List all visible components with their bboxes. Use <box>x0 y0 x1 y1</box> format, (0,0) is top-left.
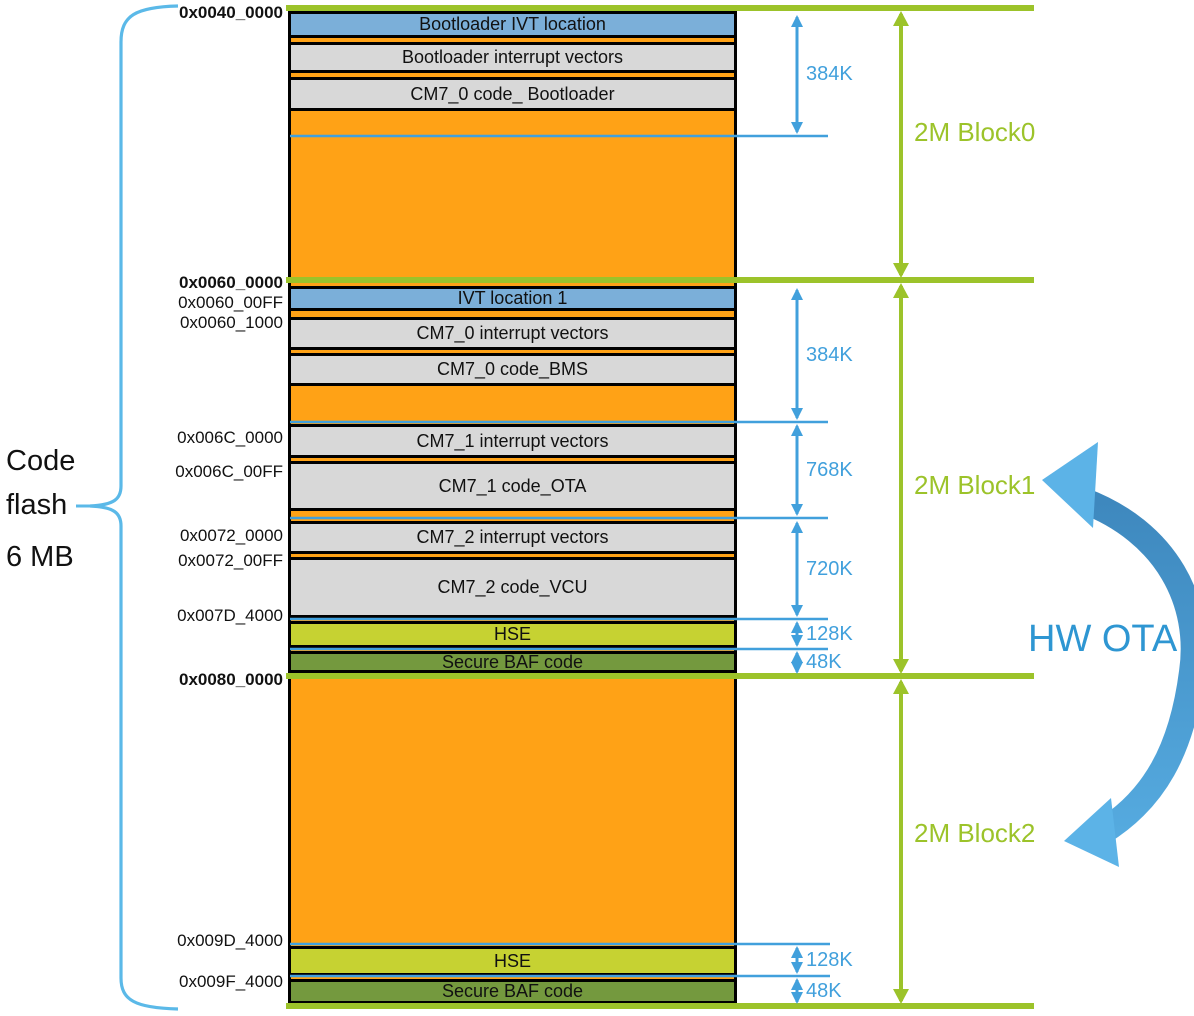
segment-cm7-0-code-bootloader: CM7_0 code_ Bootloader <box>288 77 737 111</box>
segment-label: Secure BAF code <box>441 651 584 672</box>
code-flash-caption-line3: 6 MB <box>6 541 74 573</box>
segment-cm7-2-code-vcu: CM7_2 code_VCU <box>288 557 737 618</box>
segment-label: CM7_0 code_BMS <box>436 359 589 379</box>
segment-bootloader-ivt-location: Bootloader IVT location <box>288 11 737 38</box>
block-label-2m-block1: 2M Block1 <box>914 470 1036 500</box>
block-label-2m-block0: 2M Block0 <box>914 117 1036 147</box>
segment-cm7-1-interrupt-vectors: CM7_1 interrupt vectors <box>288 424 737 458</box>
size-label: 48K <box>806 980 842 1002</box>
segment-label: CM7_2 code_VCU <box>437 577 588 597</box>
address-label: 0x0072_00FF <box>178 551 283 570</box>
segment-label: Secure BAF code <box>441 981 584 1001</box>
size-label: 384K <box>806 63 853 85</box>
segment-hse-block2: HSE <box>288 946 737 976</box>
segment-label: IVT location 1 <box>457 288 568 308</box>
segment-cm7-1-code-ota: CM7_1 code_OTA <box>288 461 737 511</box>
segment-label: HSE <box>493 624 531 644</box>
address-label: 0x006C_00FF <box>175 462 283 481</box>
address-label: 0x009D_4000 <box>177 931 283 950</box>
address-label: 0x006C_0000 <box>177 428 283 447</box>
segment-hse-block1: HSE <box>288 621 737 648</box>
size-label: 48K <box>806 651 842 673</box>
segment-label: CM7_0 code_ Bootloader <box>410 83 615 104</box>
size-label: 128K <box>806 949 853 971</box>
address-label: 0x0060_1000 <box>179 313 283 332</box>
address-label: 0x0040_0000 <box>178 3 283 22</box>
segment-ivt-location-1: IVT location 1 <box>288 286 737 311</box>
ota-arrowhead-top <box>1042 442 1098 528</box>
size-label: 384K <box>806 344 853 366</box>
address-label: 0x0080_0000 <box>178 670 283 689</box>
size-label: 768K <box>806 459 853 481</box>
block-label-2m-block2: 2M Block2 <box>914 818 1036 848</box>
segment-cm7-0-interrupt-vectors: CM7_0 interrupt vectors <box>288 317 737 350</box>
size-label: 128K <box>806 623 853 645</box>
address-label: 0x0072_0000 <box>179 526 283 545</box>
code-flash-brace <box>76 4 179 1011</box>
segment-label: CM7_2 interrupt vectors <box>416 527 609 547</box>
address-label: 0x0060_00FF <box>178 293 283 312</box>
ota-arrowhead-bottom <box>1064 798 1119 867</box>
size-label: 720K <box>806 558 853 580</box>
segment-secure-baf-code-block1: Secure BAF code <box>288 651 737 673</box>
address-label: 0x009F_4000 <box>179 972 283 991</box>
segment-bootloader-interrupt-vectors: Bootloader interrupt vectors <box>288 42 737 73</box>
segment-label: CM7_1 interrupt vectors <box>416 430 609 451</box>
code-flash-caption-line2: flash <box>6 489 68 521</box>
segment-label: Bootloader IVT location <box>419 14 606 34</box>
code-flash-caption-line1: Code <box>6 445 76 477</box>
address-label: 0x0060_0000 <box>178 273 283 292</box>
hw-ota-label: HW OTA <box>1028 618 1178 660</box>
segment-cm7-0-code-bms: CM7_0 code_BMS <box>288 353 737 386</box>
address-label: 0x007D_4000 <box>177 606 283 625</box>
segment-label: CM7_1 code_OTA <box>438 475 587 496</box>
segment-secure-baf-code-block2: Secure BAF code <box>288 979 737 1004</box>
segment-label: CM7_0 interrupt vectors <box>416 323 609 343</box>
segment-label: HSE <box>493 950 531 971</box>
segment-cm7-2-interrupt-vectors: CM7_2 interrupt vectors <box>288 521 737 554</box>
segment-label: Bootloader interrupt vectors <box>401 47 624 67</box>
